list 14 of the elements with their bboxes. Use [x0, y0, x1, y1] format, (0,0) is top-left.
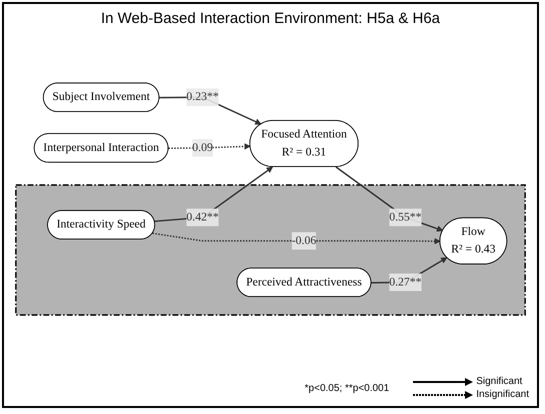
edge-label: 0.55** [389, 210, 422, 224]
legend-text: Insignificant [476, 389, 529, 400]
edge-label: 0.27** [389, 276, 422, 288]
legend-text: Significant [476, 376, 522, 387]
arrow [152, 232, 441, 244]
cluster [15, 184, 526, 316]
diagram-title: In Web-Based Interaction Environment: H5a & H6a [100, 10, 442, 27]
edge-label: -0.06 [292, 234, 316, 247]
edge-label: 0.42** [186, 210, 219, 224]
edge-label: 0.09 [192, 141, 213, 154]
arrow [168, 143, 251, 150]
arrow [336, 166, 444, 232]
edge-label: 0.23** [186, 90, 219, 104]
note-text: *p<0.05; **p<0.001 [304, 382, 390, 394]
